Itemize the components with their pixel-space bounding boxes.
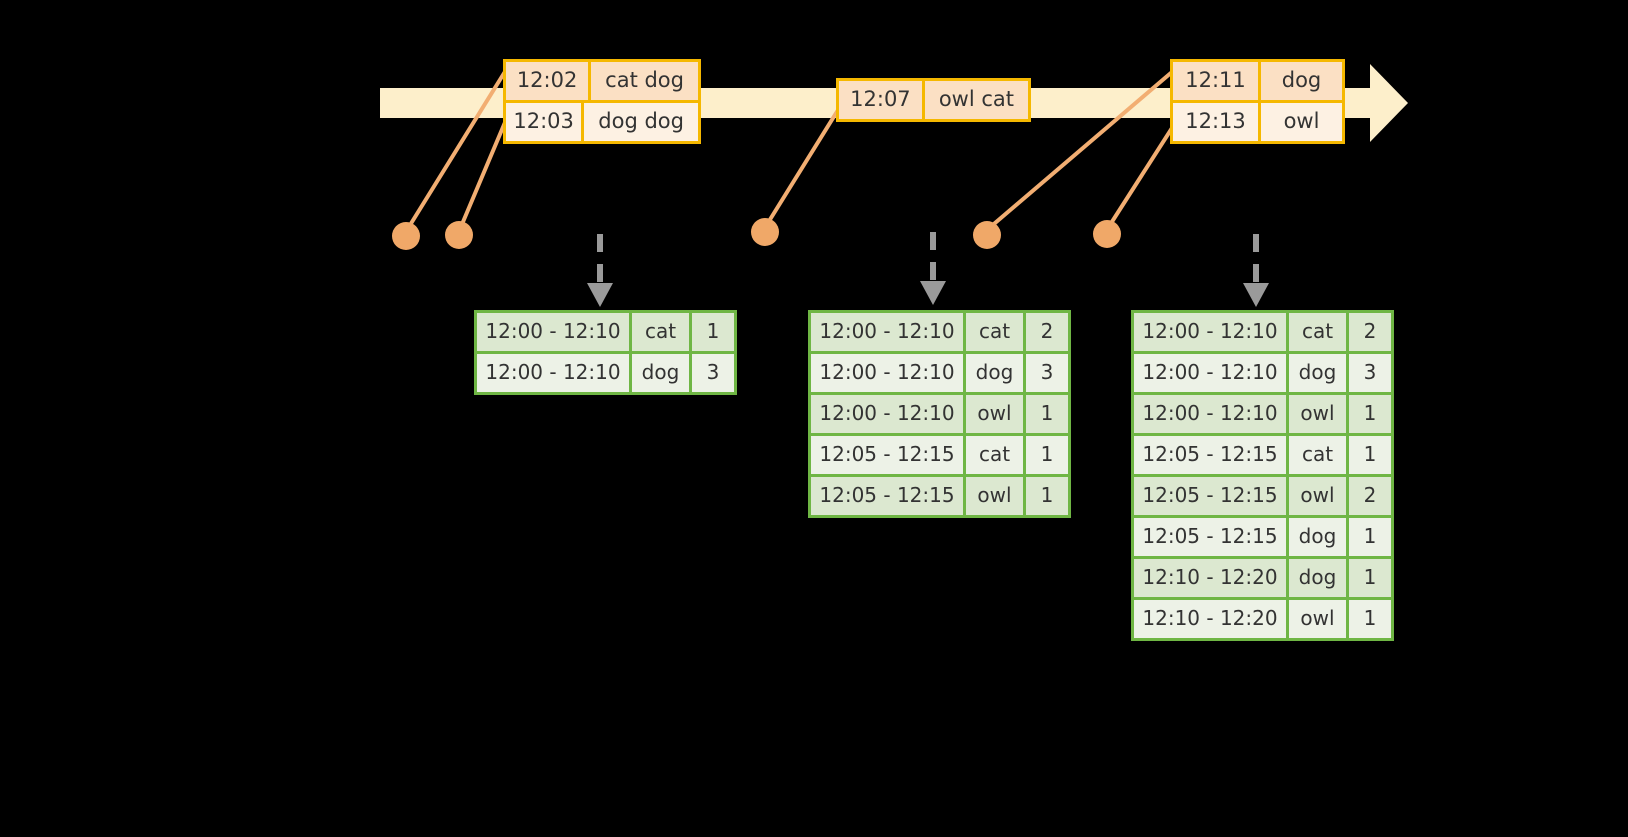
event-words: owl cat [938, 87, 1014, 111]
connector-dot-3 [751, 218, 779, 246]
table-row[interactable]: 12:05 - 12:15 owl 1 [811, 474, 1068, 515]
dashed-arrow-head-3 [1243, 283, 1269, 307]
event-row[interactable]: 12:07 owl cat [839, 81, 1028, 119]
window-cell: 12:00 - 12:10 [477, 354, 632, 392]
count-cell: 3 [1363, 360, 1377, 384]
event-words: owl [1283, 109, 1320, 133]
count-cell: 1 [1040, 483, 1054, 507]
count-cell: 1 [1040, 442, 1054, 466]
word-cell: cat [632, 313, 692, 351]
table-row[interactable]: 12:10 - 12:20 dog 1 [1134, 556, 1391, 597]
event-words: dog [1281, 68, 1322, 92]
table-row[interactable]: 12:00 - 12:10 dog 3 [811, 351, 1068, 392]
connector-dot-1 [392, 222, 420, 250]
word-cell: owl [966, 477, 1026, 515]
connector-dot-4 [973, 221, 1001, 249]
table-row[interactable]: 12:00 - 12:10 dog 3 [477, 351, 734, 392]
event-time: 12:13 [1173, 103, 1261, 141]
connector-line-1 [405, 68, 508, 232]
window-cell: 12:00 - 12:10 [477, 313, 632, 351]
table-row[interactable]: 12:05 - 12:15 cat 1 [811, 433, 1068, 474]
count-cell: 1 [1363, 606, 1377, 630]
table-row[interactable]: 12:00 - 12:10 cat 1 [477, 313, 734, 351]
count-cell: 1 [1363, 442, 1377, 466]
event-row[interactable]: 12:02 cat dog [506, 62, 698, 100]
window-cell: 12:10 - 12:20 [1134, 600, 1289, 638]
connector-line-2 [458, 118, 508, 231]
event-group-3[interactable]: 12:11 dog 12:13 owl [1170, 59, 1345, 144]
event-row[interactable]: 12:13 owl [1173, 100, 1342, 141]
count-cell: 1 [1363, 401, 1377, 425]
event-time: 12:07 [839, 81, 925, 119]
window-cell: 12:00 - 12:10 [1134, 313, 1289, 351]
table-row[interactable]: 12:05 - 12:15 dog 1 [1134, 515, 1391, 556]
dashed-arrows [597, 232, 1259, 285]
connector-line-5 [1106, 126, 1174, 230]
event-words: cat dog [605, 68, 684, 92]
word-cell: cat [966, 313, 1026, 351]
connector-dot-2 [445, 221, 473, 249]
word-cell: cat [1289, 436, 1349, 474]
word-cell: dog [966, 354, 1026, 392]
dashed-arrow-heads [587, 281, 1269, 307]
result-table-3[interactable]: 12:00 - 12:10 cat 2 12:00 - 12:10 dog 3 … [1131, 310, 1394, 641]
word-cell: owl [1289, 477, 1349, 515]
count-cell: 1 [1363, 565, 1377, 589]
window-cell: 12:05 - 12:15 [1134, 477, 1289, 515]
event-row[interactable]: 12:03 dog dog [506, 100, 698, 141]
connector-dots [392, 218, 1121, 250]
count-cell: 1 [1040, 401, 1054, 425]
event-time: 12:03 [506, 103, 585, 141]
window-cell: 12:05 - 12:15 [811, 477, 966, 515]
word-cell: cat [966, 436, 1026, 474]
window-cell: 12:00 - 12:10 [1134, 395, 1289, 433]
window-cell: 12:00 - 12:10 [811, 313, 966, 351]
event-row[interactable]: 12:11 dog [1173, 62, 1342, 100]
count-cell: 2 [1363, 483, 1377, 507]
dashed-arrow-head-2 [920, 281, 946, 305]
word-cell: dog [632, 354, 692, 392]
table-row[interactable]: 12:05 - 12:15 owl 2 [1134, 474, 1391, 515]
connector-line-3 [764, 108, 840, 228]
table-row[interactable]: 12:00 - 12:10 cat 2 [811, 313, 1068, 351]
word-cell: owl [966, 395, 1026, 433]
event-words: dog dog [598, 109, 684, 133]
window-cell: 12:00 - 12:10 [1134, 354, 1289, 392]
window-cell: 12:05 - 12:15 [1134, 518, 1289, 556]
table-row[interactable]: 12:05 - 12:15 cat 1 [1134, 433, 1391, 474]
count-cell: 2 [1363, 319, 1377, 343]
table-row[interactable]: 12:10 - 12:20 owl 1 [1134, 597, 1391, 638]
result-table-1[interactable]: 12:00 - 12:10 cat 1 12:00 - 12:10 dog 3 [474, 310, 737, 395]
window-cell: 12:10 - 12:20 [1134, 559, 1289, 597]
table-row[interactable]: 12:00 - 12:10 owl 1 [811, 392, 1068, 433]
event-time: 12:02 [506, 62, 592, 100]
event-group-2[interactable]: 12:07 owl cat [836, 78, 1031, 122]
table-row[interactable]: 12:00 - 12:10 owl 1 [1134, 392, 1391, 433]
count-cell: 1 [706, 319, 720, 343]
table-row[interactable]: 12:00 - 12:10 cat 2 [1134, 313, 1391, 351]
word-cell: dog [1289, 518, 1349, 556]
window-cell: 12:00 - 12:10 [811, 395, 966, 433]
connector-dot-5 [1093, 220, 1121, 248]
word-cell: owl [1289, 600, 1349, 638]
count-cell: 1 [1363, 524, 1377, 548]
word-cell: dog [1289, 559, 1349, 597]
count-cell: 3 [1040, 360, 1054, 384]
window-cell: 12:00 - 12:10 [811, 354, 966, 392]
window-cell: 12:05 - 12:15 [1134, 436, 1289, 474]
word-cell: owl [1289, 395, 1349, 433]
result-table-2[interactable]: 12:00 - 12:10 cat 2 12:00 - 12:10 dog 3 … [808, 310, 1071, 518]
count-cell: 2 [1040, 319, 1054, 343]
event-time: 12:11 [1173, 62, 1261, 100]
window-cell: 12:05 - 12:15 [811, 436, 966, 474]
word-cell: dog [1289, 354, 1349, 392]
table-row[interactable]: 12:00 - 12:10 dog 3 [1134, 351, 1391, 392]
count-cell: 3 [706, 360, 720, 384]
event-group-1[interactable]: 12:02 cat dog 12:03 dog dog [503, 59, 701, 144]
word-cell: cat [1289, 313, 1349, 351]
dashed-arrow-head-1 [587, 283, 613, 307]
